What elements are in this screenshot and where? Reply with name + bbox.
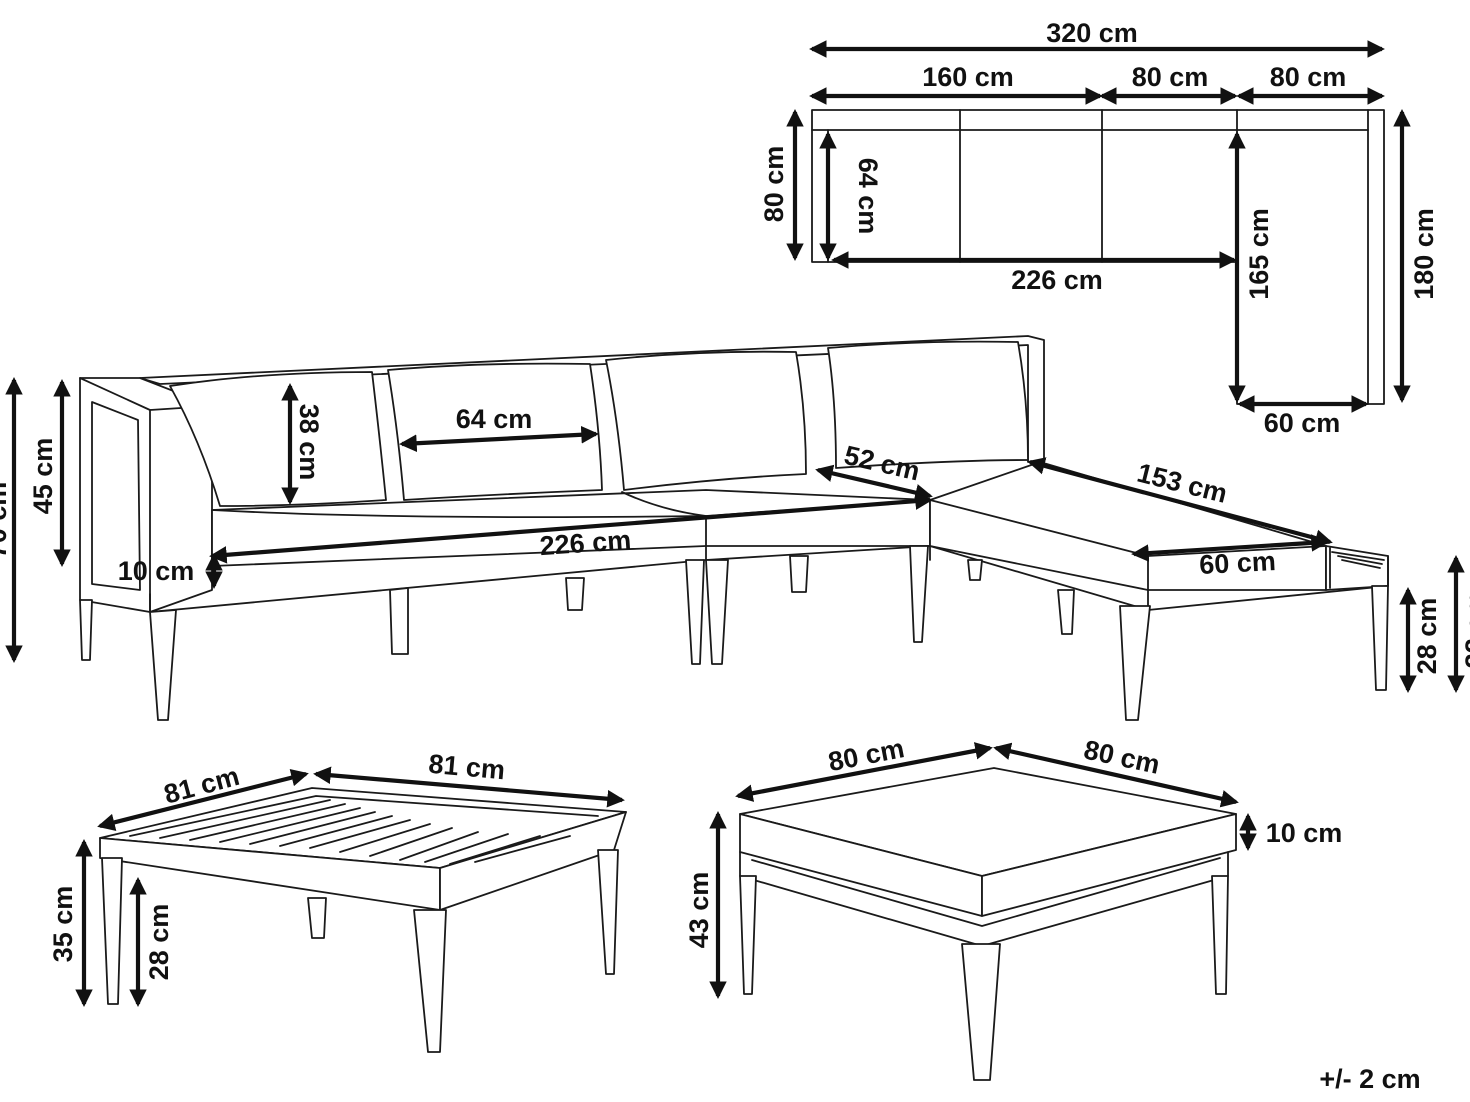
label-sofa-height: 45 cm: [28, 438, 58, 515]
label-top-chaise-width: 60 cm: [1264, 408, 1341, 438]
label-top-depth: 80 cm: [759, 146, 789, 223]
coffee-table-drawing: [99, 787, 627, 1053]
label-top-chaise-length: 165 cm: [1244, 208, 1274, 300]
label-top-sofa-length: 226 cm: [1011, 265, 1103, 295]
label-sofa-cushion-height: 38 cm: [294, 404, 324, 481]
label-top-total-width: 320 cm: [1046, 18, 1138, 48]
label-table-leg-height: 28 cm: [144, 904, 174, 981]
label-sofa-leg-height: 28 cm: [1412, 598, 1442, 675]
sofa-dimensions: [5, 377, 1465, 693]
label-sofa-chaise-width: 60 cm: [1199, 546, 1277, 580]
label-table-height: 35 cm: [48, 886, 78, 963]
label-top-seg-a: 160 cm: [922, 62, 1014, 92]
label-top-seat-depth: 64 cm: [853, 158, 883, 235]
sofa-drawing: [79, 335, 1389, 721]
top-view-dimensions: [786, 40, 1411, 413]
label-ottoman-depth: 80 cm: [1081, 735, 1162, 780]
tolerance-note: +/- 2 cm: [1319, 1064, 1420, 1094]
ottoman-drawing: [739, 767, 1237, 1081]
label-top-overall-length: 180 cm: [1409, 208, 1439, 300]
label-ottoman-height: 43 cm: [684, 872, 714, 949]
label-top-seg-c: 80 cm: [1270, 62, 1347, 92]
ottoman-dimensions: [709, 742, 1257, 999]
label-top-seg-b: 80 cm: [1132, 62, 1209, 92]
label-sofa-cushion-width: 64 cm: [456, 404, 533, 434]
label-sofa-overall-height: 70 cm: [0, 482, 12, 559]
label-table-depth: 81 cm: [427, 749, 506, 786]
coffee-table-dimensions: [75, 766, 625, 1007]
label-sofa-chaise-height: 32 cm: [1460, 592, 1470, 669]
label-sofa-seat-thickness: 10 cm: [118, 556, 195, 586]
label-ottoman-cushion: 10 cm: [1266, 818, 1343, 848]
label-sofa-seat-length: 226 cm: [539, 525, 632, 561]
